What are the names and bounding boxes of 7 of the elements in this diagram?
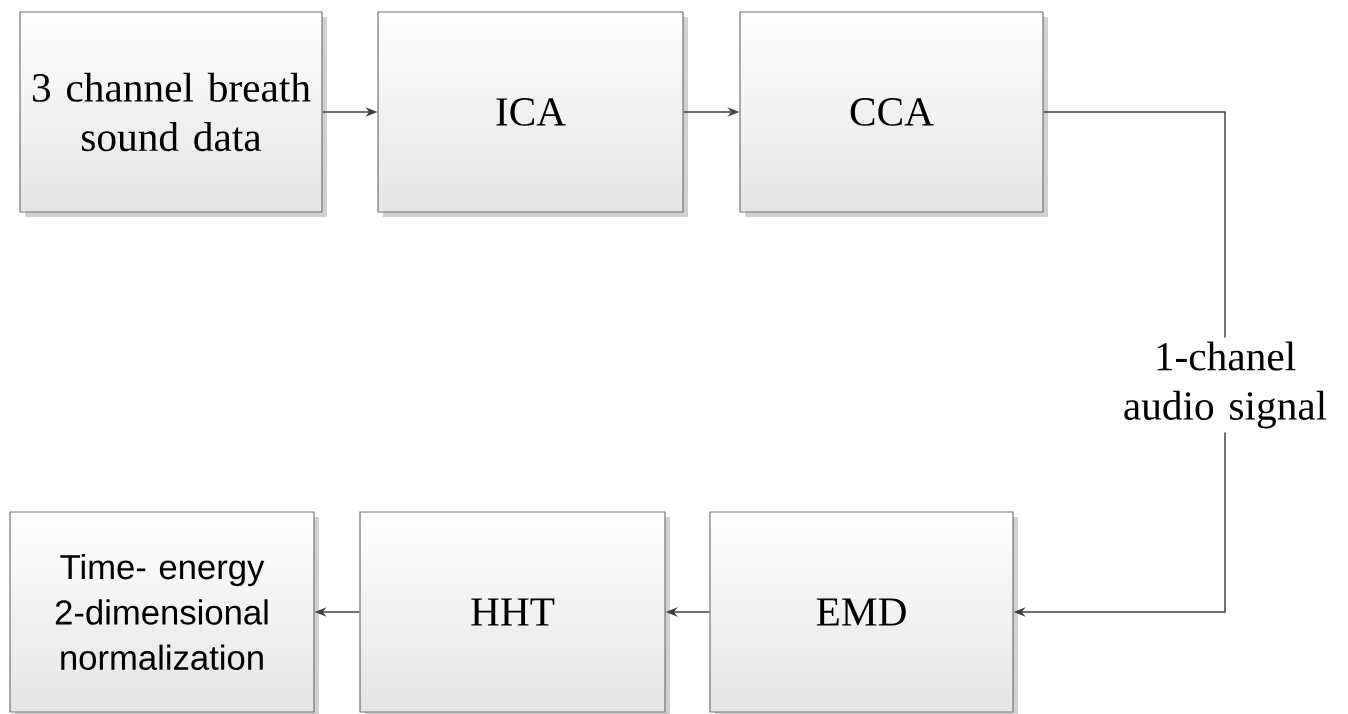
process-box: Time- energy 2-dimensional normalization bbox=[9, 511, 319, 714]
process-box: EMD bbox=[709, 511, 1018, 714]
edge-label: 1-chanel audio signal bbox=[1094, 337, 1348, 433]
process-box: CCA bbox=[739, 11, 1048, 217]
process-box: ICA bbox=[377, 11, 688, 217]
process-box: 3 channel breath sound data bbox=[19, 11, 327, 217]
process-box: HHT bbox=[359, 511, 670, 714]
